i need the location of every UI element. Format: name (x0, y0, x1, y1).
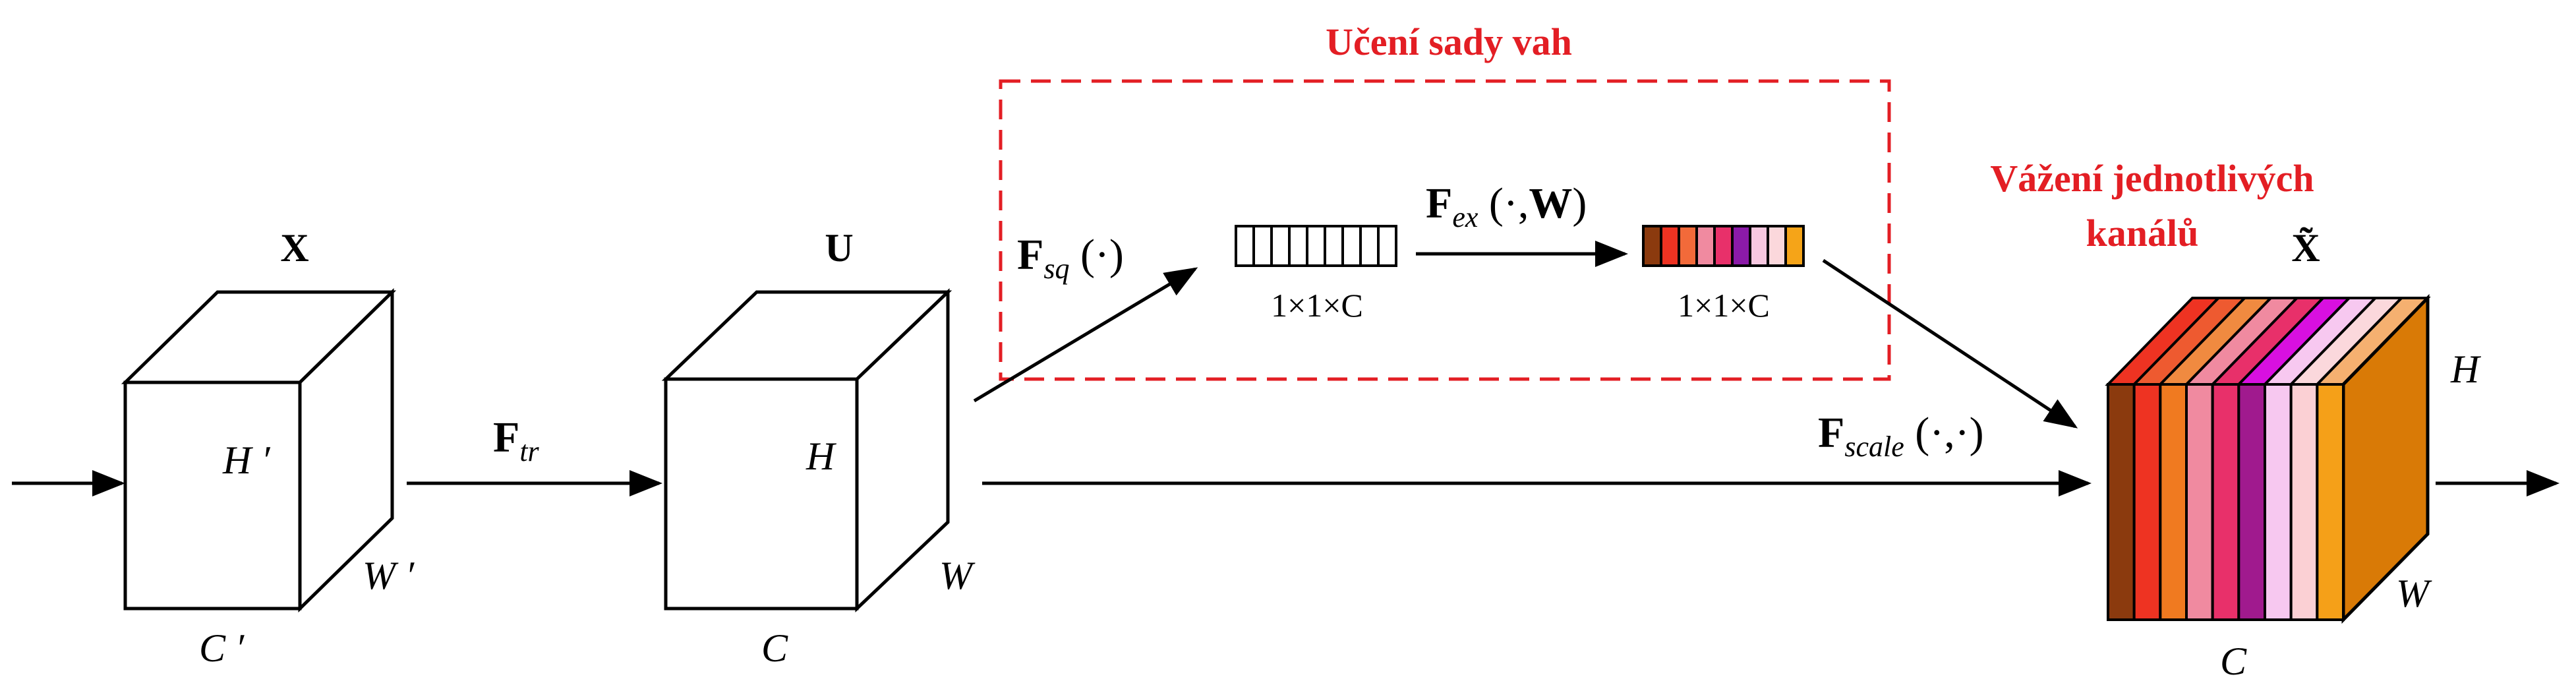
input-tensor-x (121, 288, 397, 612)
weight-to-output-arrow (1822, 258, 2078, 429)
fex-label: Fex (·,W) (1426, 179, 1587, 233)
x-channel-label: C ′ (199, 626, 245, 670)
fex-subscript: ex (1452, 201, 1478, 233)
weight-vector-cell (1767, 225, 1787, 267)
weight-vector-dim: 1×1×C (1678, 287, 1770, 324)
squeezed-vector-cell (1270, 225, 1291, 267)
weight-vector-cell (1749, 225, 1769, 267)
fex-argument-w: W (1529, 179, 1572, 227)
weight-vector-cell (1678, 225, 1698, 267)
x-tilde-channel-stripe (2107, 383, 2136, 621)
fsq-label: Fsq (·) (1017, 231, 1124, 285)
squeezed-vector-cell (1341, 225, 1362, 267)
output-tensor-x-tilde (2105, 293, 2431, 624)
squeezed-vector-cell (1377, 225, 1397, 267)
squeezed-vector (1235, 225, 1397, 267)
squeezed-vector-cell (1252, 225, 1273, 267)
x-tilde-channel-stripe (2132, 383, 2162, 621)
u-height-label: H (805, 434, 837, 478)
x-label: X (280, 226, 308, 270)
x-tilde-channel-stripe (2289, 383, 2319, 621)
ftr-f: F (493, 413, 519, 462)
u-channel-label: C (761, 626, 788, 670)
weight-learning-title: Učení sady vah (1326, 20, 1572, 63)
fscale-subscript: scale (1844, 431, 1904, 463)
weight-vector-cell (1731, 225, 1751, 267)
weight-vector-cell (1784, 225, 1805, 267)
fscale-label: Fscale (·,·) (1818, 409, 1984, 463)
weight-vector-cell (1695, 225, 1716, 267)
ftr-subscript: tr (519, 435, 539, 467)
x-tilde-width-label: W (2396, 572, 2432, 615)
u-label: U (825, 226, 853, 270)
x-tilde-channel-label: C (2220, 640, 2247, 683)
fsq-subscript: sq (1043, 253, 1069, 285)
x-cube-right-face (298, 288, 394, 612)
x-cube-front-face (123, 380, 302, 611)
weight-vector-cell (1642, 225, 1662, 267)
x-tilde-channel-stripe (2237, 383, 2266, 621)
weight-vector-cell (1713, 225, 1734, 267)
x-tilde-channel-stripe (2316, 383, 2345, 621)
x-width-label: W ′ (363, 554, 415, 597)
fex-f: F (1426, 179, 1452, 227)
channel-weighting-title-line1: Vážení jednotlivých (1990, 157, 2314, 200)
u-cube-front-face (664, 377, 859, 611)
ftr-label: Ftr (493, 413, 540, 467)
squeezed-vector-cell (1306, 225, 1326, 267)
x-height-label: H ′ (222, 438, 270, 482)
fsq-arrow (973, 267, 1198, 403)
squeezed-vector-cell (1324, 225, 1344, 267)
fscale-f: F (1818, 409, 1844, 457)
squeezed-vector-dim: 1×1×C (1271, 287, 1363, 324)
squeezed-vector-cell (1235, 225, 1255, 267)
squeezed-vector-cell (1359, 225, 1380, 267)
weight-learning-box (999, 79, 1891, 381)
weight-vector (1642, 225, 1805, 267)
fscale-argument: (·,·) (1904, 409, 1984, 457)
x-tilde-channel-stripe (2264, 383, 2293, 621)
u-width-label: W (939, 554, 976, 597)
feature-map-u (661, 288, 952, 612)
u-cube-right-face (855, 288, 950, 612)
squeezed-vector-cell (1288, 225, 1308, 267)
fsq-f: F (1017, 231, 1043, 279)
x-tilde-height-label: H (2450, 347, 2482, 391)
x-tilde-label: X̃ (2291, 226, 2320, 270)
fex-argument-open: (·, (1478, 179, 1529, 227)
channel-weighting-title-line2: kanálů (2086, 212, 2199, 254)
fsq-argument: (·) (1069, 231, 1123, 279)
x-tilde-channel-stripe (2211, 383, 2240, 621)
x-tilde-channel-stripe (2185, 383, 2214, 621)
fex-argument-close: ) (1572, 179, 1587, 227)
x-tilde-front-face (2107, 383, 2345, 621)
weight-vector-cell (1660, 225, 1680, 267)
x-tilde-channel-stripe (2159, 383, 2188, 621)
